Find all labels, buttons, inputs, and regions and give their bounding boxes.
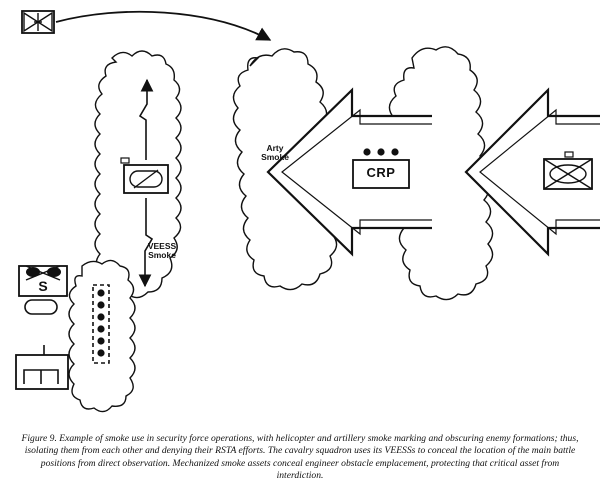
helicopter-unit-symbol (21, 10, 55, 34)
helicopter-arrow (55, 10, 272, 41)
obstacle-symbol (92, 284, 110, 364)
figure-caption: Figure 9. Example of smoke use in securi… (21, 433, 579, 482)
combat-reconnaissance-patrol-symbol (352, 148, 410, 189)
crp-label: CRP (366, 165, 396, 180)
veess-screen-line-upper (138, 78, 154, 160)
mechanized-infantry-symbol (543, 151, 593, 190)
engineer-unit-symbol (18, 265, 68, 315)
veess-smoke-label: VEESS Smoke (147, 241, 177, 260)
engineer-letter-label: S (38, 278, 48, 294)
main-battle-position-symbol (15, 345, 69, 390)
arty-smoke-label: Arty Smoke (261, 143, 289, 162)
veess-screen-line-lower (138, 198, 154, 288)
cavalry-unit-symbol (120, 157, 169, 194)
